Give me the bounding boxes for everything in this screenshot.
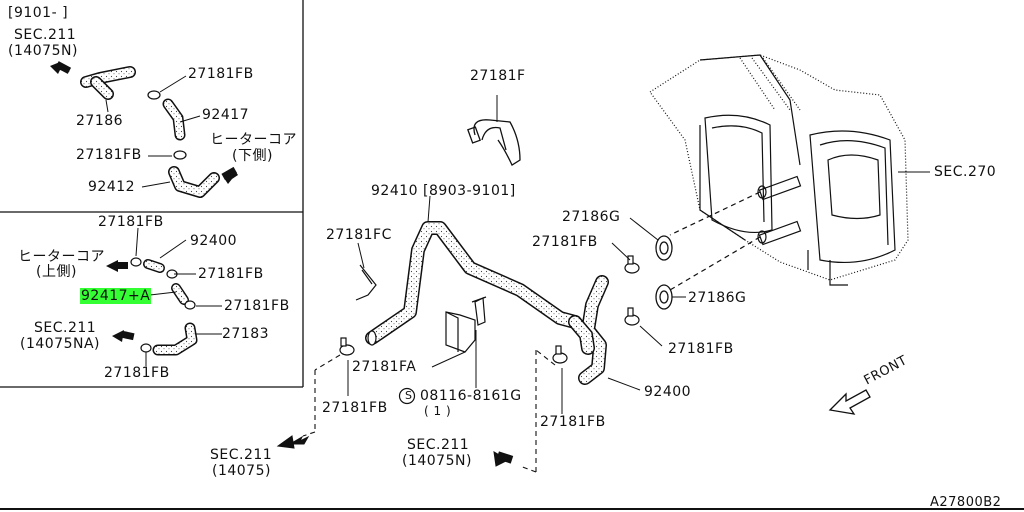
heater-unit — [649, 54, 909, 286]
inset-bottom-part-27181fb-a[interactable]: 27181FB — [98, 214, 164, 230]
main-bolt-code[interactable]: 08116-8161G — [420, 388, 522, 404]
inset-top-heater-core: ヒーターコア — [210, 132, 297, 148]
inset-top-part-27181fb-a[interactable]: 27181FB — [188, 66, 254, 82]
inset-top-lower-side: (下側) — [232, 148, 273, 164]
main-part-27181fb-c[interactable]: 27181FB — [322, 400, 388, 416]
main-part-92410[interactable]: 92410 [8903-9101] — [371, 183, 516, 199]
main-part-92400[interactable]: 92400 — [644, 384, 692, 400]
inset-top-parts — [50, 61, 238, 198]
grommet-lower — [655, 284, 673, 310]
main-sec-211-b[interactable]: SEC.211 — [407, 437, 470, 453]
bracket-27181fa — [445, 296, 487, 353]
clamps — [339, 255, 640, 364]
hose-92410 — [365, 221, 582, 346]
grommet-upper — [655, 235, 673, 261]
inset-bottom-part-27181fb-b[interactable]: 27181FB — [198, 266, 264, 282]
main-part-27181fc[interactable]: 27181FC — [326, 227, 392, 243]
main-part-27181fa[interactable]: 27181FA — [352, 359, 417, 375]
main-part-27181fb-a[interactable]: 27181FB — [532, 234, 598, 250]
clamp-27181f — [467, 119, 521, 166]
inset-bottom-part-27183[interactable]: 27183 — [222, 326, 270, 342]
hose-92400 — [578, 275, 609, 385]
main-sec-211-a-ref: (14075) — [212, 463, 271, 479]
main-bolt-qty: ( 1 ) — [424, 404, 452, 418]
inset-bottom-parts — [106, 227, 222, 366]
hose-upper-return — [568, 315, 595, 355]
inset-bottom-upper-side: (上側) — [36, 264, 77, 280]
inset-top-part-92412[interactable]: 92412 — [88, 179, 136, 195]
main-part-27186g-b[interactable]: 27186G — [688, 290, 747, 306]
leader-lines — [347, 95, 930, 414]
main-part-27181fb-b[interactable]: 27181FB — [668, 341, 734, 357]
main-bolt-symbol: S — [405, 389, 413, 402]
diagram-code: A27800B2 — [930, 495, 1002, 510]
inset-top-part-92417[interactable]: 92417 — [202, 107, 250, 123]
inset-bottom-part-27181fb-c[interactable]: 27181FB — [224, 298, 290, 314]
front-arrow-icon — [828, 389, 871, 415]
inset-bottom-part-27181fb-d[interactable]: 27181FB — [104, 365, 170, 381]
inset-top-part-27186[interactable]: 27186 — [76, 113, 124, 129]
inset-bottom-sec-211[interactable]: SEC.211 — [34, 320, 97, 336]
main-sec-211-a[interactable]: SEC.211 — [210, 447, 273, 463]
inset-top-part-27181fb-b[interactable]: 27181FB — [76, 147, 142, 163]
highlight-mark: 92417+A — [80, 288, 152, 304]
main-part-27186g-a[interactable]: 27186G — [562, 209, 621, 225]
dashed-links — [302, 349, 556, 473]
main-sec-270[interactable]: SEC.270 — [934, 164, 997, 180]
inset-bottom-sec-211-ref: (14075NA) — [20, 336, 101, 352]
inset-bottom-part-92400[interactable]: 92400 — [190, 233, 238, 249]
flow-arrows — [276, 435, 514, 467]
heater-pipes — [669, 175, 802, 291]
inset-bottom-heater-core: ヒーターコア — [18, 249, 105, 265]
main-sec-211-b-ref: (14075N) — [402, 453, 472, 469]
inset-top-sec-211-ref: (14075N) — [8, 43, 78, 59]
inset-top-date-range: [9101- ] — [8, 5, 69, 21]
bolt-symbol-icon — [398, 387, 416, 405]
main-part-27181fb-d[interactable]: 27181FB — [540, 414, 606, 430]
clamp-27181fc — [355, 264, 377, 301]
inset-bottom-part-92417a[interactable]: 92417+A — [80, 288, 152, 304]
inset-top-sec-211[interactable]: SEC.211 — [14, 27, 77, 43]
main-part-27181f[interactable]: 27181F — [470, 68, 526, 84]
